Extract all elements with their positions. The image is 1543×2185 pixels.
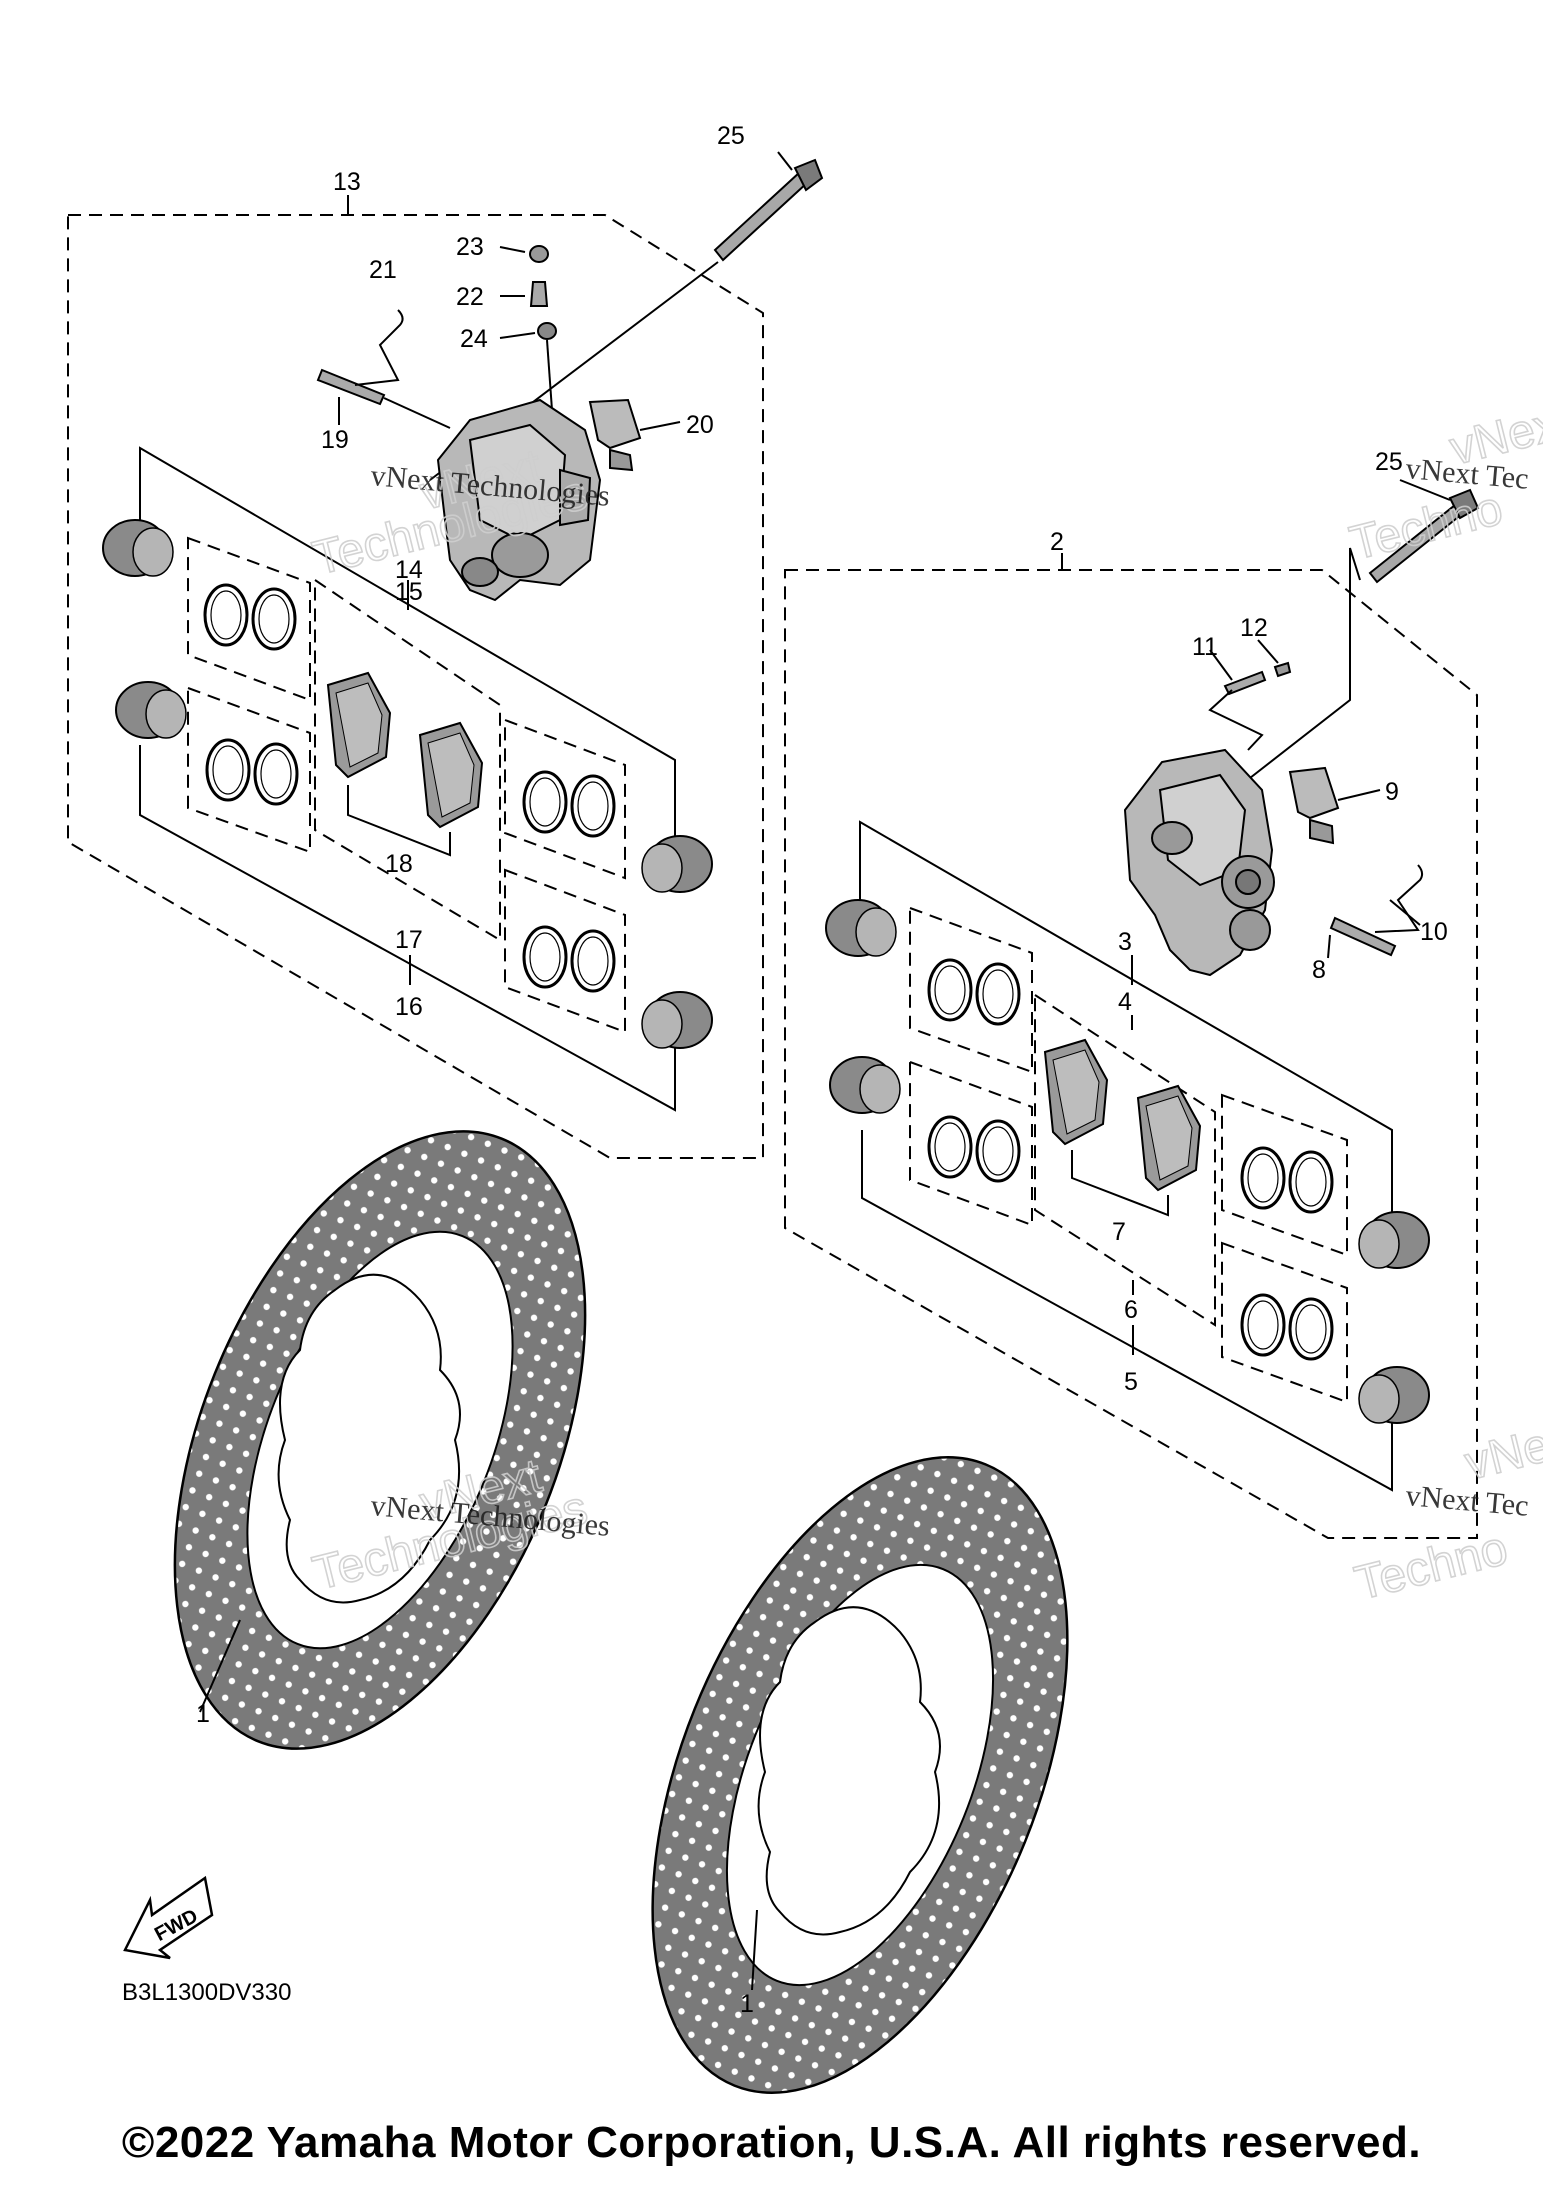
seals-3 (927, 958, 1021, 1026)
callout-7: 7 (1112, 1218, 1126, 1246)
bolt-25: 25 (429, 122, 824, 481)
callout-17: 17 (395, 926, 423, 954)
callout-18: 18 (385, 850, 413, 878)
callout-22: 22 (456, 283, 484, 311)
callout-3: 3 (1118, 928, 1132, 956)
callout-4: 4 (1118, 988, 1132, 1016)
callout-13: 13 (333, 168, 361, 196)
brake-pad-left-b (419, 722, 483, 828)
callout-16: 16 (395, 993, 423, 1021)
pad-pin-19: 21 19 (316, 256, 451, 454)
seals-17 (522, 925, 616, 993)
assembly-13-outline (67, 214, 764, 1159)
right-caliper-body (1123, 748, 1275, 977)
callout-21: 21 (369, 256, 397, 284)
svg-text:vNext: vNext (1460, 1410, 1543, 1491)
pad-spring-9: 9 (1288, 766, 1399, 845)
piston-r-lower-right (1358, 1366, 1430, 1424)
fwd-arrow-icon: FWD (123, 1875, 214, 1960)
piston-lower-left (115, 681, 187, 739)
callout-24: 24 (460, 325, 488, 353)
seals-14 (203, 583, 297, 651)
brake-disc-right: 1 (651, 1456, 1069, 2094)
callout-14: 14 (395, 556, 423, 584)
seals-15 (522, 770, 616, 838)
callout-8: 8 (1312, 956, 1326, 984)
piston-r-lower-left (829, 1056, 901, 1114)
seals-5 (927, 1115, 1021, 1183)
piston-r-upper-left (825, 899, 897, 957)
left-caliper-assembly: 13 25 23 22 24 21 (67, 122, 824, 1159)
svg-text:Techno: Techno (1350, 1522, 1513, 1611)
pad-pin-8: 10 8 (1312, 864, 1448, 984)
callout-20: 20 (686, 411, 714, 439)
callout-9: 9 (1385, 778, 1399, 806)
svg-text:Techno: Techno (1345, 482, 1508, 571)
brake-pad-right-a (1044, 1039, 1108, 1145)
callout-23: 23 (456, 233, 484, 261)
bleeder-parts: 23 22 24 (456, 233, 557, 411)
callout-12: 12 (1240, 614, 1268, 642)
callout-1-left: 1 (196, 1700, 210, 1728)
pad-spring-20: 20 (588, 398, 714, 472)
brake-pad-right-b (1137, 1085, 1201, 1191)
callout-5: 5 (1124, 1368, 1138, 1396)
brake-disc-left: 1 (173, 1130, 587, 1750)
copyright-notice: ©2022 Yamaha Motor Corporation, U.S.A. A… (121, 2118, 1422, 2167)
brake-pad-left-a (327, 672, 391, 778)
callout-25-right: 25 (1375, 448, 1403, 476)
piston-upper-left (102, 519, 174, 577)
seals-6 (1240, 1293, 1334, 1361)
piston-r-upper-right (1358, 1211, 1430, 1269)
bleeder-parts-right: 11 12 (1192, 614, 1292, 751)
diagram-code: B3L1300DV330 (122, 1979, 291, 2006)
callout-6: 6 (1124, 1296, 1138, 1324)
seals-16 (205, 738, 299, 806)
left-caliper-body (436, 398, 602, 602)
piston-lower-right (641, 991, 713, 1049)
watermark-text-4: vNext Tec (1404, 1479, 1530, 1523)
piston-upper-right (641, 835, 713, 893)
callout-1-right: 1 (740, 1990, 754, 2018)
callout-11: 11 (1192, 633, 1218, 661)
seals-4 (1240, 1146, 1334, 1214)
assembly-2-outline (784, 569, 1478, 1539)
callout-19: 19 (321, 426, 349, 454)
callout-10: 10 (1420, 918, 1448, 946)
right-caliper-assembly: 2 25 11 12 (784, 448, 1480, 1539)
bolt-25-right: 25 (1249, 448, 1480, 779)
callout-2: 2 (1050, 528, 1064, 556)
callout-25-left: 25 (717, 122, 745, 150)
